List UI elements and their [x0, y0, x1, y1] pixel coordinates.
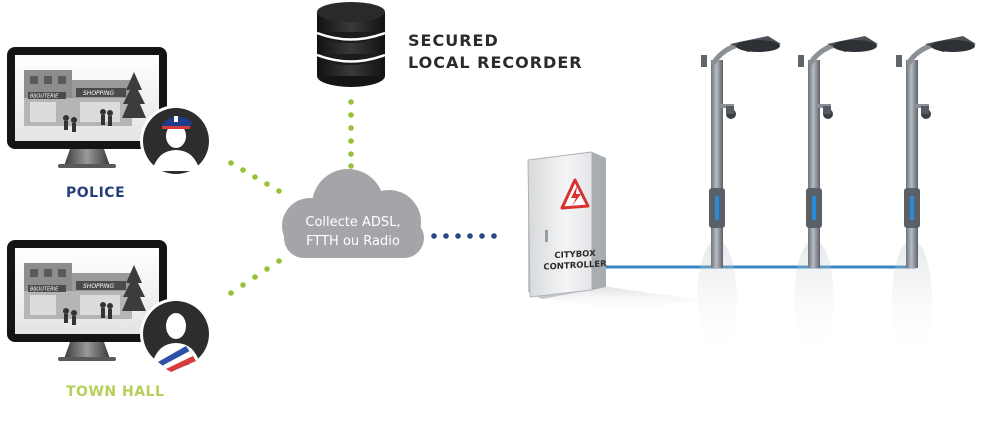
police-monitor: BIJOUTERIE SHOPPING [7, 47, 167, 168]
shop-sign-left: BIJOUTERIE [30, 287, 59, 293]
mayor-avatar [140, 298, 212, 372]
recorder-label-line2: LOCAL RECORDER [408, 53, 583, 72]
link-police-cloud [228, 160, 282, 194]
townhall-monitor: BIJOUTERIE SHOPPING [7, 240, 167, 361]
cloud-label: Collecte ADSL, FTTH ou Radio [283, 213, 423, 251]
street-lamp-icon [697, 36, 781, 360]
link-cloud-controller [431, 233, 497, 239]
high-voltage-warning-icon [560, 178, 590, 210]
recorder-label-line1: SECURED [408, 31, 499, 50]
shop-sign-right: SHOPPING [83, 90, 115, 97]
link-recorder-cloud [348, 99, 354, 169]
shop-sign-right: SHOPPING [83, 283, 115, 290]
cloud-label-line2: FTTH ou Radio [306, 234, 400, 249]
street-lamp-icon [892, 36, 976, 360]
controller-label: CITYBOX CONTROLLER [540, 248, 610, 274]
shop-sign-left: BIJOUTERIE [30, 94, 59, 100]
street-lamp-icon [794, 36, 878, 360]
cloud-label-line1: Collecte ADSL, [305, 215, 401, 230]
police-label: POLICE [66, 185, 126, 201]
cloud-shape [282, 169, 424, 258]
recorder-label: SECURED LOCAL RECORDER [408, 30, 583, 74]
police-officer-avatar [140, 105, 212, 177]
shop-street-scene [24, 70, 146, 132]
citybox-controller [527, 151, 700, 312]
link-townhall-cloud [228, 258, 282, 296]
shop-street-scene [24, 263, 146, 325]
database-icon [316, 2, 386, 87]
townhall-label: TOWN HALL [66, 384, 165, 400]
